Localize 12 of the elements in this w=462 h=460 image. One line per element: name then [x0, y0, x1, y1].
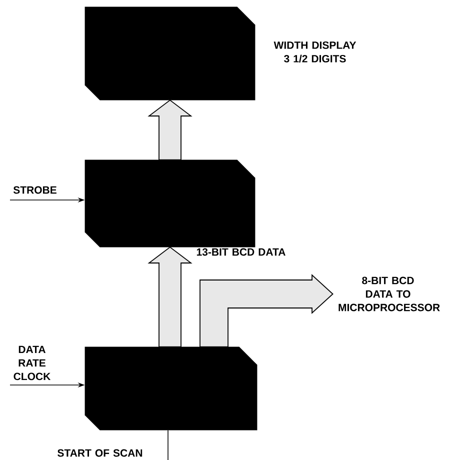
block-box — [84, 346, 258, 430]
signal-label: STROBE — [13, 186, 56, 194]
block-arrow — [200, 274, 334, 348]
block-box — [84, 6, 256, 100]
box-caption: WIDTH DISPLAY 3 1/2 DIGITS — [274, 41, 356, 62]
output-label: 8-BIT BCD DATA TO MICROPROCESSOR — [338, 276, 440, 312]
signal-label: START OF SCAN — [58, 449, 142, 457]
signal-label: 13-BIT BCD DATA — [196, 248, 286, 256]
block-arrow — [148, 246, 192, 348]
signal-label: DATA RATE CLOCK — [14, 346, 51, 380]
block-box — [84, 160, 256, 248]
block-arrow — [148, 100, 192, 160]
